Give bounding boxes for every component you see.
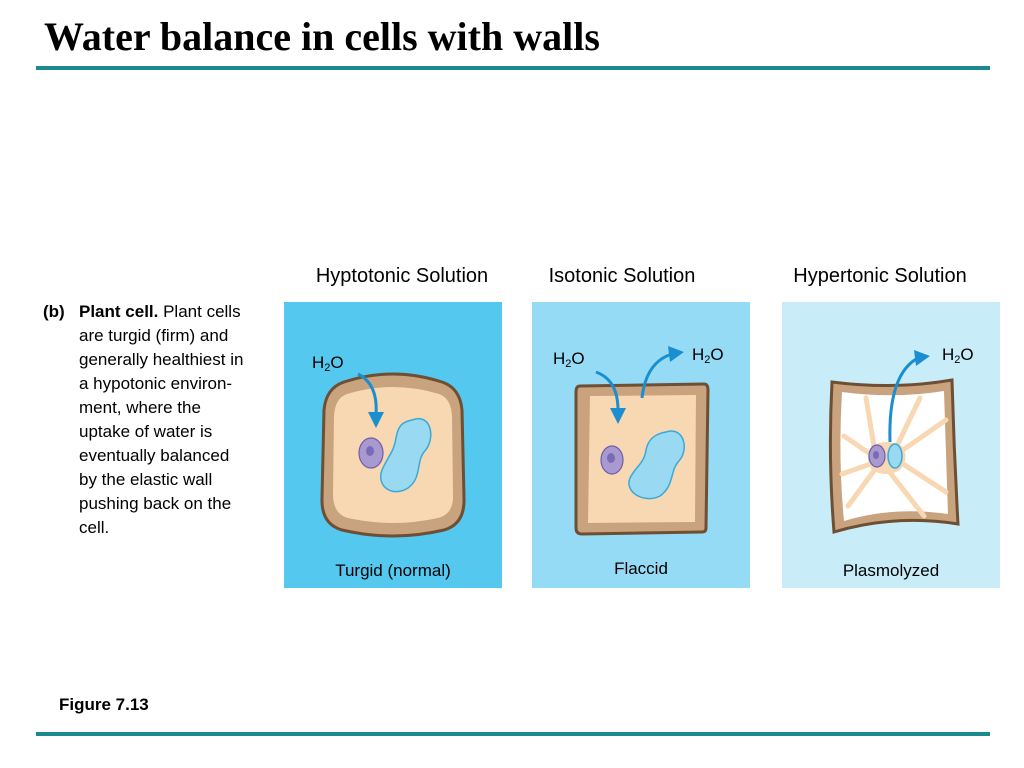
- water-label-subscript: 2: [954, 354, 961, 366]
- water-arrow-in: [595, 370, 620, 411]
- caption-line: eventually balanced: [79, 446, 230, 465]
- heading-hypertonic: Hypertonic Solution: [793, 265, 967, 287]
- water-arrow-out: [640, 352, 673, 399]
- water-label-h: H: [553, 349, 566, 368]
- water-label: H2O: [312, 353, 344, 374]
- water-label-h: H: [312, 353, 325, 372]
- central-vacuole: [628, 430, 685, 500]
- water-label-h: H: [942, 345, 955, 364]
- caption-line: uptake of water is: [79, 422, 213, 441]
- water-label: H2O: [553, 349, 585, 370]
- footer-rule: [36, 732, 990, 736]
- caption-line: are turgid (firm) and: [79, 326, 229, 345]
- caption-heading: Plant cell.: [79, 302, 159, 321]
- state-turgid: Turgid (normal): [335, 561, 451, 580]
- water-label: H2O: [692, 345, 724, 366]
- caption-line: ment, where the: [79, 398, 201, 417]
- caption-line: a hypotonic environ-: [79, 374, 233, 393]
- heading-hypotonic: Hyptotonic Solution: [315, 265, 489, 287]
- water-arrow-out-head: [914, 350, 930, 366]
- nucleolus: [607, 453, 615, 463]
- caption-text: Plant cell. Plant cells are turgid (firm…: [79, 300, 274, 540]
- water-label-o: O: [330, 353, 344, 372]
- water-label-o: O: [710, 345, 724, 364]
- flaccid-cell-illustration: [532, 302, 750, 588]
- water-arrow-in-head: [368, 412, 384, 428]
- water-label-subscript: 2: [565, 358, 572, 370]
- water-arrow-out: [888, 356, 919, 443]
- water-label-subscript: 2: [704, 354, 711, 366]
- caption-line: cell.: [79, 518, 110, 537]
- state-plasmolyzed: Plasmolyzed: [842, 561, 940, 580]
- water-label-o: O: [571, 349, 585, 368]
- panel-hypotonic: H2O Turgid (normal): [284, 302, 502, 588]
- nucleolus: [366, 446, 374, 456]
- caption-line: by the elastic wall: [79, 470, 213, 489]
- caption-line: Plant cells: [158, 302, 241, 321]
- caption-line: pushing back on the: [79, 494, 232, 513]
- central-vacuole: [379, 417, 432, 493]
- nucleolus: [873, 451, 879, 459]
- caption-line: generally healthiest in: [79, 350, 244, 369]
- water-label: H2O: [942, 345, 974, 366]
- turgid-cell-illustration: [284, 302, 502, 588]
- central-vacuole: [887, 443, 903, 469]
- caption-tag: (b): [43, 302, 65, 321]
- water-label-o: O: [960, 345, 974, 364]
- title-underline: [36, 66, 990, 70]
- cytoplasm: [588, 395, 696, 523]
- plasmolyzed-cell-illustration: [782, 302, 1000, 588]
- state-flaccid: Flaccid: [614, 559, 668, 578]
- water-arrow-out-head: [668, 346, 684, 362]
- slide-title: Water balance in cells with walls: [44, 14, 600, 59]
- water-label-h: H: [692, 345, 705, 364]
- panel-hypertonic: H2O Plasmolyzed: [782, 302, 1000, 588]
- panel-isotonic: H2O H2O Flaccid: [532, 302, 750, 588]
- heading-isotonic: Isotonic Solution: [548, 265, 696, 287]
- plasma-membrane-strands: [839, 395, 949, 519]
- figure-label: Figure 7.13: [59, 695, 149, 714]
- water-arrow-in: [357, 372, 378, 415]
- water-label-subscript: 2: [324, 362, 331, 374]
- water-arrow-in-head: [610, 408, 626, 424]
